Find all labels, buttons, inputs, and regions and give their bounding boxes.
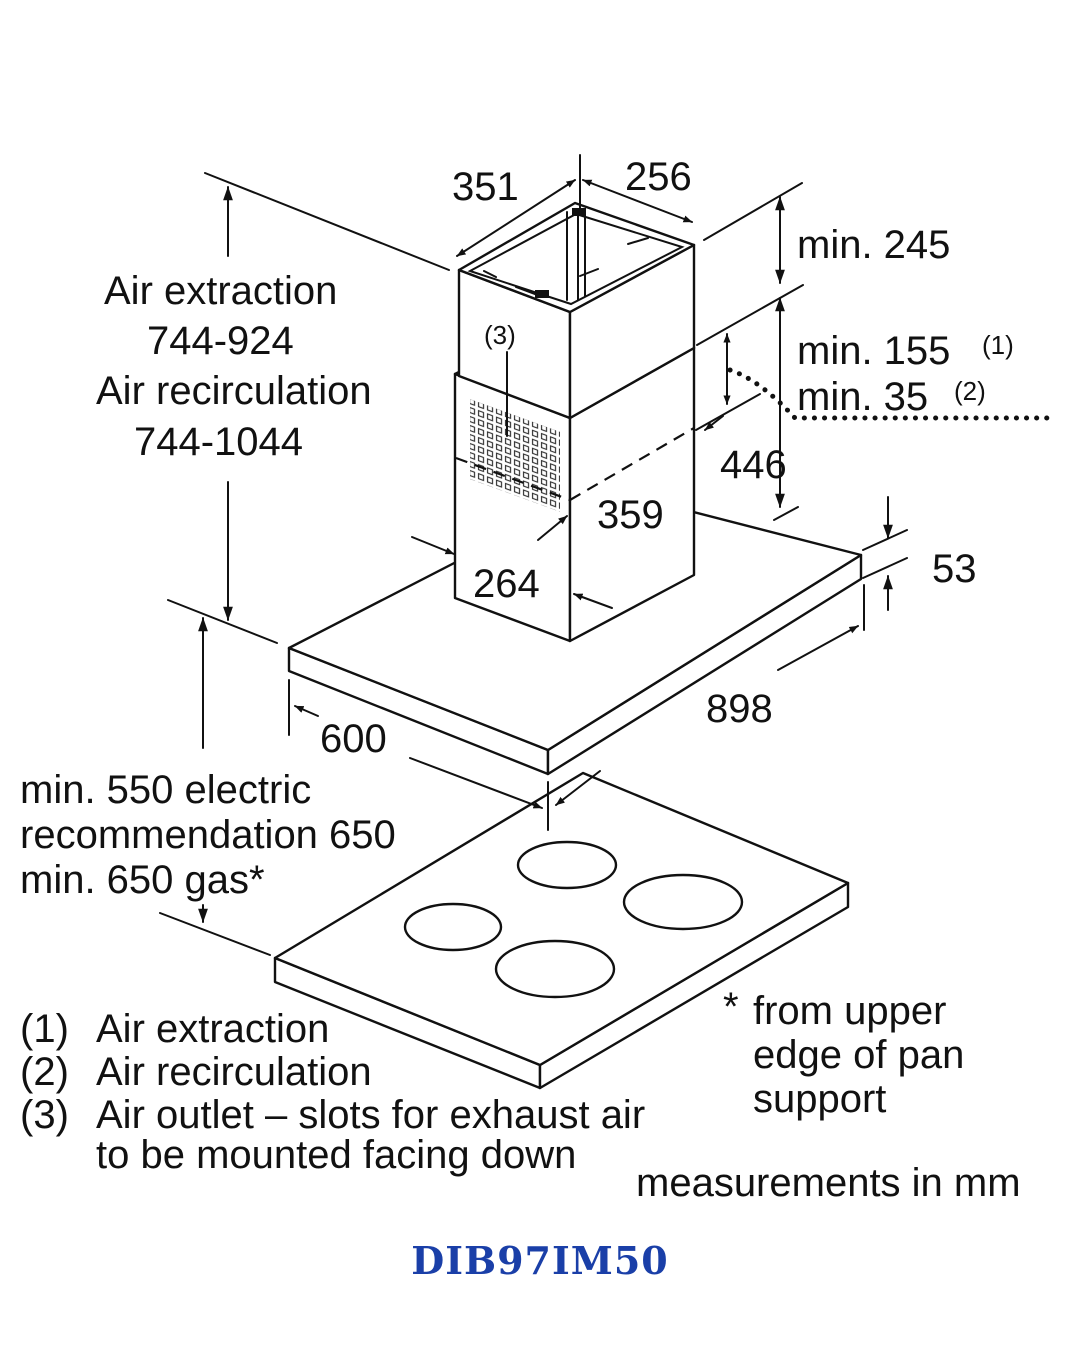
dim-min-245: min. 245 [797, 223, 950, 267]
dim-min-35-ref: (2) [954, 376, 986, 406]
footnote-line1: from upper [753, 989, 946, 1033]
burner-front [494, 939, 616, 999]
dim-446: 446 [720, 443, 787, 487]
cooktop [273, 771, 850, 1090]
footnote-line3: support [753, 1077, 886, 1121]
legend: (1) Air extraction (2) Air recirculation… [20, 1007, 645, 1177]
clearance-labels: min. 550 electric recommendation 650 min… [20, 768, 396, 902]
footnote-line2: edge of pan [753, 1033, 964, 1077]
exhaust-slots [470, 399, 560, 512]
dim-min-35: min. 35 [797, 375, 928, 419]
dim-898: 898 [706, 687, 773, 731]
dim-53: 53 [932, 547, 977, 591]
outlet-ref-label: (3) [484, 320, 516, 350]
legend-text-3: Air outlet – slots for exhaust air [96, 1093, 645, 1137]
upper-chimney [457, 201, 696, 420]
dim-264: 264 [473, 562, 540, 606]
dimension-values: 351 256 min. 245 min. 155 (1) min. 35 (2… [320, 155, 1014, 761]
footnote-star: * [723, 985, 739, 1029]
air-recirculation-label: Air recirculation [96, 369, 372, 413]
dim-min-155-ref: (1) [982, 330, 1014, 360]
model-code: DIB97IM50 [411, 1238, 669, 1283]
clearance-recommendation: recommendation 650 [20, 813, 396, 857]
air-recirculation-range: 744-1044 [134, 420, 303, 464]
clearance-electric: min. 550 electric [20, 768, 311, 812]
dim-600: 600 [320, 717, 387, 761]
burner-back [516, 840, 618, 890]
dim-359: 359 [597, 493, 664, 537]
burner-left [403, 902, 503, 952]
dimension-lines [159, 154, 1053, 956]
legend-num-1: (1) [20, 1007, 69, 1051]
footnote: * from upper edge of pan support [723, 985, 964, 1121]
legend-text-2: Air recirculation [96, 1050, 372, 1094]
air-extraction-label: Air extraction [104, 269, 337, 313]
legend-text-1: Air extraction [96, 1007, 329, 1051]
units-note: measurements in mm [636, 1161, 1021, 1205]
clearance-gas: min. 650 gas* [20, 858, 265, 902]
dim-256: 256 [625, 155, 692, 199]
dim-351: 351 [452, 165, 519, 209]
legend-num-2: (2) [20, 1050, 69, 1094]
legend-text-3-cont: to be mounted facing down [96, 1133, 576, 1177]
overall-height-labels: Air extraction 744-924 Air recirculation… [96, 269, 372, 464]
legend-num-3: (3) [20, 1093, 69, 1137]
dim-min-155: min. 155 [797, 329, 950, 373]
burner-right [622, 873, 744, 931]
air-extraction-range: 744-924 [147, 319, 294, 363]
